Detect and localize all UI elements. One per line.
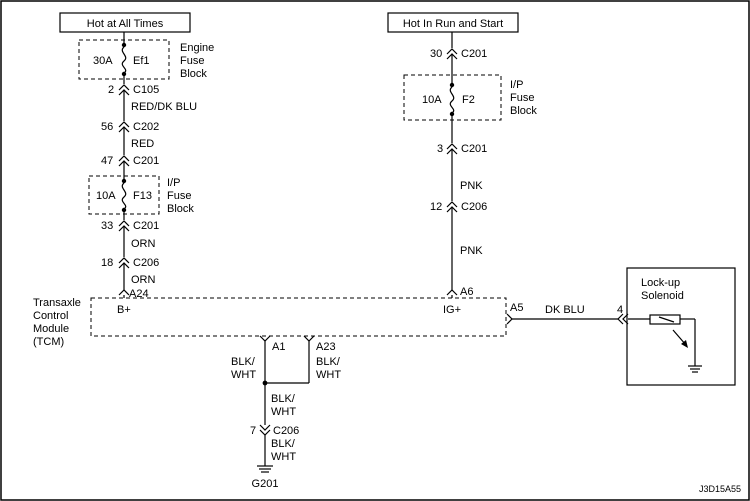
ef1-fuse-symbol <box>121 46 127 74</box>
ef1-terminal-top <box>121 42 127 48</box>
tcm-ig-plus: IG+ <box>443 304 461 316</box>
wire-orn-b-label: ORN <box>131 274 156 286</box>
ef1-amp: 30A <box>93 55 113 67</box>
c201-top-pin: 30 <box>430 48 442 60</box>
tcm-name-line3: Module <box>33 323 69 335</box>
tcm-module <box>90 297 507 337</box>
solenoid-name-line2: Solenoid <box>641 290 684 302</box>
wire-red-dk-blu-label: RED/DK BLU <box>131 101 197 113</box>
tcm-pin-a24: A24 <box>129 288 149 300</box>
c105-pin: 2 <box>108 84 114 96</box>
c202-label: C202 <box>133 121 159 133</box>
f13-amp: 10A <box>96 190 116 202</box>
ground-wire-mid-line2: WHT <box>271 406 296 418</box>
ef1-block-line2: Fuse <box>180 55 204 67</box>
dk-blu-wire-label: DK BLU <box>545 304 585 316</box>
lock-up-solenoid-box <box>626 267 736 386</box>
ground-wire-bottom-line2: WHT <box>271 451 296 463</box>
tcm-pin-a5: A5 <box>510 302 523 314</box>
hot-in-run-and-start-label: Hot In Run and Start <box>403 18 503 30</box>
tcm-pin-a6: A6 <box>460 286 473 298</box>
solenoid-name-line1: Lock-up <box>641 277 680 289</box>
tcm-name-line4: (TCM) <box>33 336 64 348</box>
f13-block-line2: Fuse <box>167 190 191 202</box>
ground-wire-a1-line1: BLK/ <box>231 356 256 368</box>
c206-ground-label: C206 <box>273 425 299 437</box>
c202-connector <box>118 121 130 128</box>
tcm-pin-a1: A1 <box>272 341 285 353</box>
f13-terminal-top <box>121 178 127 184</box>
hot-in-run-and-start-box <box>387 12 519 33</box>
tcm-b-plus: B+ <box>117 304 131 316</box>
c201-b-pin: 33 <box>101 220 113 232</box>
f2-terminal-top <box>449 82 455 88</box>
f2-block-line2: Fuse <box>510 92 534 104</box>
c206-right-label: C206 <box>461 201 487 213</box>
solenoid-ground-icon <box>688 365 702 373</box>
tcm-a6-connector <box>446 289 458 296</box>
c201-a-pin: 47 <box>101 155 113 167</box>
ef1-fuse-block <box>78 39 170 80</box>
ef1-block-line1: Engine <box>180 42 214 54</box>
tcm-pin-a23: A23 <box>316 341 336 353</box>
c201-a-label: C201 <box>133 155 159 167</box>
f13-block-line3: Block <box>167 203 194 215</box>
ground-wire-bottom-line1: BLK/ <box>271 438 296 450</box>
c206-right-connector <box>446 201 458 208</box>
c206-left-label: C206 <box>133 257 159 269</box>
f2-fuse-symbol <box>449 86 455 114</box>
f13-fuse-symbol <box>121 182 127 210</box>
ground-wire-a23-line2: WHT <box>316 369 341 381</box>
c201-bot-label: C201 <box>461 143 487 155</box>
wire-pnk-b-label: PNK <box>460 245 483 257</box>
f13-block-line1: I/P <box>167 177 180 189</box>
tcm-a1-connector <box>259 335 271 342</box>
f2-block-line1: I/P <box>510 79 523 91</box>
solenoid-pin-connector <box>617 313 624 325</box>
tcm-a23-connector <box>303 335 315 342</box>
f2-amp: 10A <box>422 94 442 106</box>
ef1-name: Ef1 <box>133 55 150 67</box>
c105-label: C105 <box>133 84 159 96</box>
diagram-id: J3D15A55 <box>699 484 741 494</box>
hot-at-all-times-box <box>59 12 191 33</box>
solenoid-pin: 4 <box>617 304 623 316</box>
c201-bot-pin: 3 <box>437 143 443 155</box>
ground-wire-a23-line1: BLK/ <box>316 356 341 368</box>
c206-ground-pin: 7 <box>250 425 256 437</box>
f2-name: F2 <box>462 94 475 106</box>
ground-splice <box>262 380 268 386</box>
ground-wire-a1-line2: WHT <box>231 369 256 381</box>
c201-bot-connector <box>446 143 458 150</box>
c201-b-label: C201 <box>133 220 159 232</box>
wire-red-label: RED <box>131 138 154 150</box>
c105-connector <box>118 84 130 91</box>
c201-b-connector <box>118 220 130 227</box>
wire-pnk-a-label: PNK <box>460 180 483 192</box>
g201-ground-icon <box>257 465 273 473</box>
f2-block-line3: Block <box>510 105 537 117</box>
c206-right-pin: 12 <box>430 201 442 213</box>
wire-orn-a-label: ORN <box>131 238 156 250</box>
c206-left-connector <box>118 257 130 264</box>
ef1-block-line3: Block <box>180 68 207 80</box>
c206-left-pin: 18 <box>101 257 113 269</box>
tcm-a5-connector <box>506 313 513 325</box>
c206-ground-connector <box>259 424 271 431</box>
g201-label: G201 <box>252 478 279 490</box>
c201-top-connector <box>446 48 458 55</box>
tcm-name-line1: Transaxle <box>33 297 81 309</box>
c201-a-connector <box>118 155 130 162</box>
tcm-name-line2: Control <box>33 310 68 322</box>
c202-pin: 56 <box>101 121 113 133</box>
c201-top-label: C201 <box>461 48 487 60</box>
tcm-a24-connector <box>118 289 130 296</box>
ground-wire-mid-line1: BLK/ <box>271 393 296 405</box>
f13-name: F13 <box>133 190 152 202</box>
hot-at-all-times-label: Hot at All Times <box>87 18 164 30</box>
